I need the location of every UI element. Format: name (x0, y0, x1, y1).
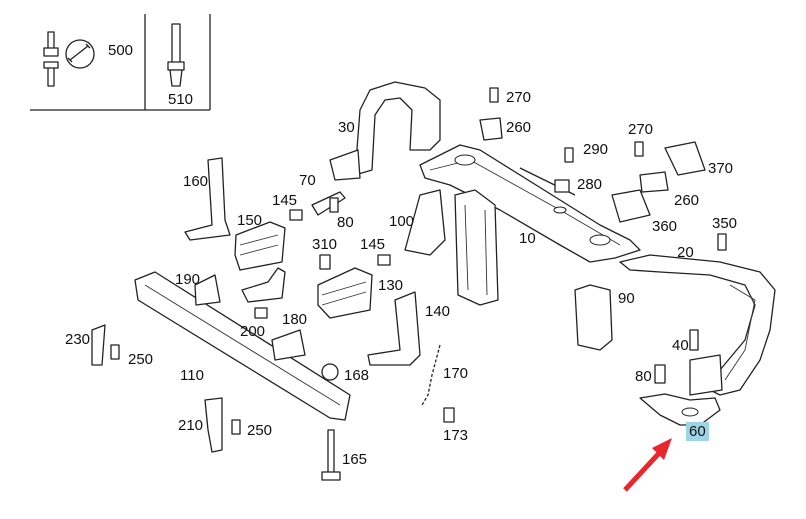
label-80-right: 80 (635, 368, 652, 385)
part-20-arm (619, 254, 776, 396)
label-500: 500 (108, 42, 134, 59)
part-100-bracket (404, 189, 446, 256)
label-280: 280 (577, 176, 603, 193)
label-180: 180 (282, 311, 308, 328)
label-80-top: 80 (337, 214, 354, 231)
part-360-bracket (611, 189, 651, 223)
label-20: 20 (677, 244, 694, 261)
part-190-bracket (194, 274, 221, 306)
part-110-beam (134, 271, 351, 421)
bolts-group (110, 87, 727, 481)
inset-box (30, 14, 211, 111)
label-270-top: 270 (506, 89, 532, 106)
label-130: 130 (378, 277, 404, 294)
label-145-left: 145 (272, 192, 298, 209)
part-150-bracket (234, 221, 286, 271)
part-160-bracket (184, 157, 231, 241)
label-230: 230 (65, 331, 91, 348)
part-500-bolts (43, 31, 95, 87)
label-370: 370 (708, 160, 734, 177)
label-100: 100 (389, 213, 415, 230)
label-210: 210 (178, 417, 204, 434)
label-160: 160 (183, 173, 209, 190)
label-60-highlighted: 60 (686, 422, 709, 441)
part-center-post (454, 189, 499, 306)
part-370-bracket (664, 141, 706, 176)
label-173: 173 (443, 427, 469, 444)
label-40: 40 (672, 337, 689, 354)
part-60-bracket (639, 393, 721, 426)
part-170-strip (421, 344, 441, 406)
label-270-right: 270 (628, 121, 654, 138)
part-210-bracket (204, 397, 223, 453)
label-250-left: 250 (128, 351, 154, 368)
part-230-bracket (91, 324, 106, 366)
label-140: 140 (425, 303, 451, 320)
label-170: 170 (443, 365, 469, 382)
part-140-bracket (367, 291, 421, 366)
label-310: 310 (312, 236, 338, 253)
part-10-crossmember (419, 144, 641, 263)
label-150: 150 (237, 212, 263, 229)
label-145-mid: 145 (360, 236, 386, 253)
label-110: 110 (180, 367, 204, 384)
part-30-bracket (329, 81, 441, 181)
part-260-clips (479, 117, 669, 193)
part-280-rod (519, 167, 576, 196)
label-360: 360 (652, 218, 678, 235)
part-70-clip (311, 191, 346, 216)
part-90-bracket (574, 284, 613, 351)
label-30: 30 (338, 119, 355, 136)
label-70: 70 (299, 172, 316, 189)
label-190: 190 (175, 271, 201, 288)
part-lower-bracket (241, 267, 286, 303)
label-260-right: 260 (674, 192, 700, 209)
pointer-arrow (623, 438, 672, 492)
label-350: 350 (712, 215, 738, 232)
part-510-bolt (167, 23, 185, 87)
label-200: 200 (240, 323, 266, 340)
label-510: 510 (168, 91, 194, 108)
part-180-bracket (271, 329, 306, 361)
part-130-bracket (317, 267, 373, 319)
label-260-top: 260 (506, 119, 532, 136)
label-165: 165 (342, 451, 368, 468)
label-290: 290 (583, 141, 609, 158)
label-90: 90 (618, 290, 635, 307)
label-10: 10 (519, 230, 536, 247)
label-168: 168 (344, 367, 370, 384)
label-250-bottom: 250 (247, 422, 273, 439)
